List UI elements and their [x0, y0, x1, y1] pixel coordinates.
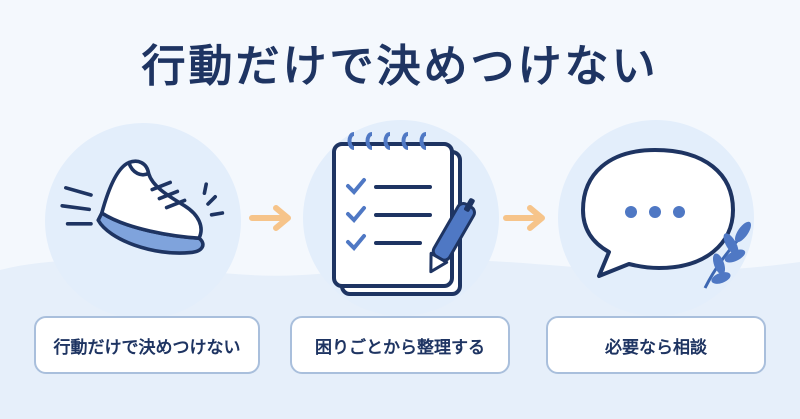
running-shoe-icon: [60, 159, 225, 255]
page-title: 行動だけで決めつけない: [141, 41, 659, 92]
leaf-icon: [703, 221, 752, 289]
step-2-label: 困りごとから整理する: [290, 316, 510, 374]
arrow-right-icon: [503, 205, 545, 231]
step-1-label: 行動だけで決めつけない: [34, 316, 260, 374]
arrow-right-icon: [249, 205, 291, 231]
step-3-label: 必要なら相談: [546, 316, 766, 374]
checklist-notepad-icon: [332, 132, 476, 296]
speech-bubble-icon: [581, 148, 752, 289]
